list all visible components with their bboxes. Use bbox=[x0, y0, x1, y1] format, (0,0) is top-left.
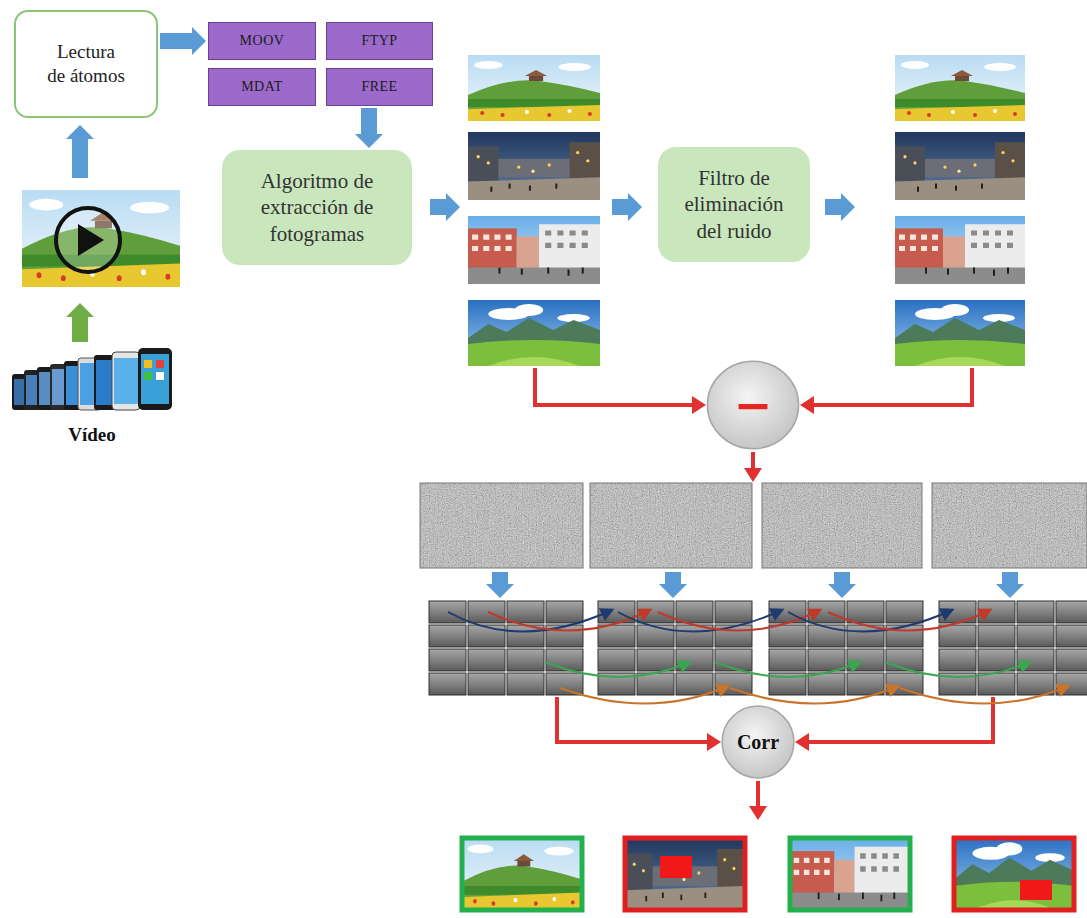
node-text: Filtro de eliminación del ruido bbox=[675, 165, 793, 244]
result-frames bbox=[462, 838, 1074, 910]
block-arrow bbox=[355, 108, 383, 148]
green-arrow bbox=[66, 303, 94, 342]
process-box: Filtro de eliminación del ruido bbox=[658, 147, 810, 262]
atom-box: MOOV bbox=[208, 22, 316, 60]
node-text: − bbox=[734, 382, 773, 428]
flow-arrows bbox=[66, 125, 1024, 598]
play-icon bbox=[56, 208, 120, 272]
block-correspondence bbox=[448, 610, 1068, 704]
phones bbox=[12, 348, 172, 410]
node-text: Corr bbox=[737, 731, 779, 754]
node-text: Lectura de átomos bbox=[47, 40, 125, 88]
process-box: Algoritmo de extracción de fotogramas bbox=[222, 150, 412, 265]
process-box: Lectura de átomos bbox=[14, 10, 158, 118]
node-text: MDAT bbox=[241, 79, 283, 95]
operator-circle: − bbox=[706, 360, 800, 450]
atom-box: FTYP bbox=[326, 22, 433, 60]
block-arrow bbox=[160, 27, 206, 55]
node-text: MOOV bbox=[240, 33, 285, 49]
atom-box: FREE bbox=[326, 68, 433, 106]
video-frame bbox=[22, 190, 180, 287]
node-text: FREE bbox=[361, 79, 397, 95]
operator-circle: Corr bbox=[721, 705, 795, 779]
noise-images bbox=[420, 483, 1087, 568]
block-grids bbox=[428, 600, 1087, 696]
caption-label: Vídeo bbox=[40, 424, 144, 446]
node-text: Algoritmo de extracción de fotogramas bbox=[242, 168, 392, 247]
atom-box: MDAT bbox=[208, 68, 316, 106]
node-text: FTYP bbox=[361, 33, 397, 49]
frames bbox=[468, 55, 1025, 366]
